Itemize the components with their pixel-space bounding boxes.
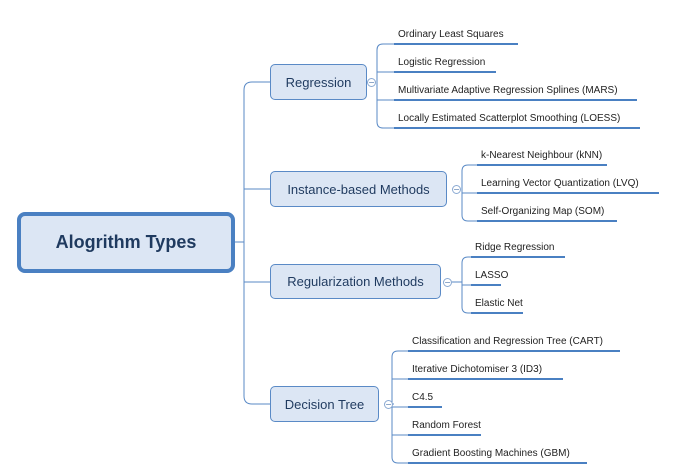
- collapse-toggle-icon[interactable]: −: [443, 278, 452, 287]
- leaf-node[interactable]: Random Forest: [412, 420, 481, 431]
- leaf-node[interactable]: LASSO: [475, 270, 509, 281]
- leaf-node[interactable]: Classification and Regression Tree (CART…: [412, 336, 604, 347]
- root-label: Alogrithm Types: [55, 232, 197, 252]
- root-node[interactable]: Alogrithm Types: [17, 212, 235, 273]
- leaf-node[interactable]: Locally Estimated Scatterplot Smoothing …: [398, 113, 621, 124]
- leaf-node[interactable]: Iterative Dichotomiser 3 (ID3): [412, 364, 543, 375]
- leaf-node[interactable]: Ridge Regression: [475, 242, 555, 253]
- branch-label: Regularization Methods: [287, 274, 424, 289]
- leaf-node[interactable]: Learning Vector Quantization (LVQ): [481, 178, 639, 189]
- root-spine: [243, 81, 253, 405]
- leaf-node[interactable]: Ordinary Least Squares: [398, 29, 504, 40]
- leaf-spine: [376, 43, 384, 129]
- branch-label: Regression: [285, 74, 352, 90]
- leaf-node[interactable]: C4.5: [412, 392, 434, 403]
- collapse-toggle-icon[interactable]: −: [452, 185, 461, 194]
- leaf-node[interactable]: Elastic Net: [475, 298, 523, 309]
- branch-node-regularization[interactable]: Regularization Methods: [270, 264, 441, 299]
- collapse-toggle-icon[interactable]: −: [367, 78, 376, 87]
- leaf-node[interactable]: k-Nearest Neighbour (kNN): [481, 150, 603, 161]
- leaf-node[interactable]: Multivariate Adaptive Regression Splines…: [398, 85, 618, 96]
- collapse-toggle-icon[interactable]: −: [384, 400, 393, 409]
- leaf-node[interactable]: Gradient Boosting Machines (GBM): [412, 448, 570, 459]
- branch-node-decision-tree[interactable]: Decision Tree: [270, 386, 379, 422]
- branch-node-instance-based[interactable]: Instance-based Methods: [270, 171, 447, 207]
- branch-label: Decision Tree: [284, 396, 365, 412]
- branch-node-regression[interactable]: Regression: [270, 64, 367, 100]
- branch-label: Instance-based Methods: [287, 181, 430, 197]
- leaf-node[interactable]: Self-Organizing Map (SOM): [481, 206, 605, 217]
- leaf-node[interactable]: Logistic Regression: [398, 57, 486, 68]
